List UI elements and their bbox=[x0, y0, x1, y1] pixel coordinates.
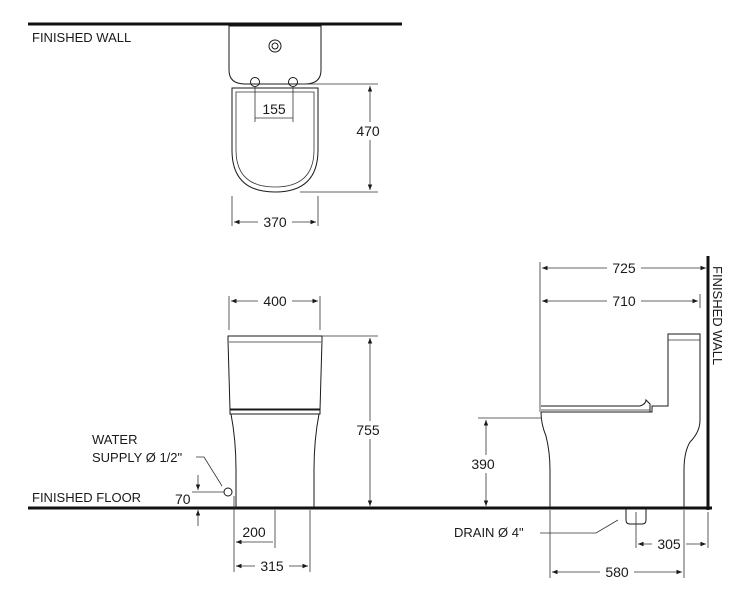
bowl-front-outline bbox=[230, 413, 320, 508]
dim-725-bg bbox=[607, 260, 641, 276]
dim-580-label: 580 bbox=[605, 564, 629, 580]
finished-wall-label-side: FINISHED WALL bbox=[710, 266, 725, 365]
dim-400-label: 400 bbox=[263, 293, 287, 309]
dim-305-label: 305 bbox=[657, 536, 681, 552]
seat-front bbox=[229, 408, 321, 415]
flush-button-icon bbox=[268, 39, 282, 53]
dim-390-bg bbox=[466, 455, 500, 473]
water-supply-label-line2: SUPPLY Ø 1/2" bbox=[92, 450, 183, 465]
toilet-side-outline bbox=[540, 333, 701, 508]
bowl-top-outline bbox=[231, 87, 319, 193]
front-view: 400 755 WATER SUPPLY Ø 1/2" 70 200 bbox=[92, 293, 384, 574]
top-view: FINISHED WALL 155 470 370 bbox=[28, 22, 402, 230]
dim-305-bg bbox=[652, 536, 686, 552]
tank-front-outline bbox=[227, 335, 323, 411]
drain-leader bbox=[540, 519, 619, 534]
dim-370-bg bbox=[258, 214, 292, 230]
dim-370-label: 370 bbox=[263, 214, 287, 230]
water-supply-label-line1: WATER bbox=[92, 432, 138, 447]
bolt-left-icon bbox=[250, 77, 260, 87]
dim-70-label: 70 bbox=[175, 491, 191, 507]
dim-400-bg bbox=[258, 293, 292, 309]
bolt-right-icon bbox=[288, 77, 298, 87]
dim-390-label: 390 bbox=[471, 456, 495, 472]
dim-155-bg bbox=[259, 101, 290, 117]
dim-470-label: 470 bbox=[356, 123, 380, 139]
tank-top-outline bbox=[228, 25, 322, 85]
dim-315-label: 315 bbox=[260, 558, 284, 574]
dim-155-label: 155 bbox=[262, 101, 286, 117]
dim-755-bg bbox=[352, 421, 384, 439]
dim-315-bg bbox=[255, 558, 289, 574]
finished-floor-label: FINISHED FLOOR bbox=[32, 490, 141, 505]
water-supply-leader bbox=[196, 456, 223, 487]
dim-710-bg bbox=[607, 293, 641, 309]
seat-side bbox=[541, 398, 651, 412]
dim-580-bg bbox=[600, 564, 634, 580]
water-supply-inlet-icon bbox=[223, 487, 233, 497]
flush-button-inner bbox=[271, 42, 279, 50]
dim-755-label: 755 bbox=[356, 422, 380, 438]
dim-725-label: 725 bbox=[612, 260, 636, 276]
seat-top-inner bbox=[235, 91, 315, 188]
drain-label: DRAIN Ø 4" bbox=[454, 525, 524, 540]
dim-200-label: 200 bbox=[242, 524, 266, 540]
dim-470-bg bbox=[352, 122, 384, 140]
dim-200-bg bbox=[238, 524, 272, 540]
side-view: FINISHED WALL 725 710 390 DRAIN Ø 4" 305 bbox=[454, 256, 725, 580]
finished-wall-label-top: FINISHED WALL bbox=[32, 30, 131, 45]
dim-710-label: 710 bbox=[612, 293, 636, 309]
